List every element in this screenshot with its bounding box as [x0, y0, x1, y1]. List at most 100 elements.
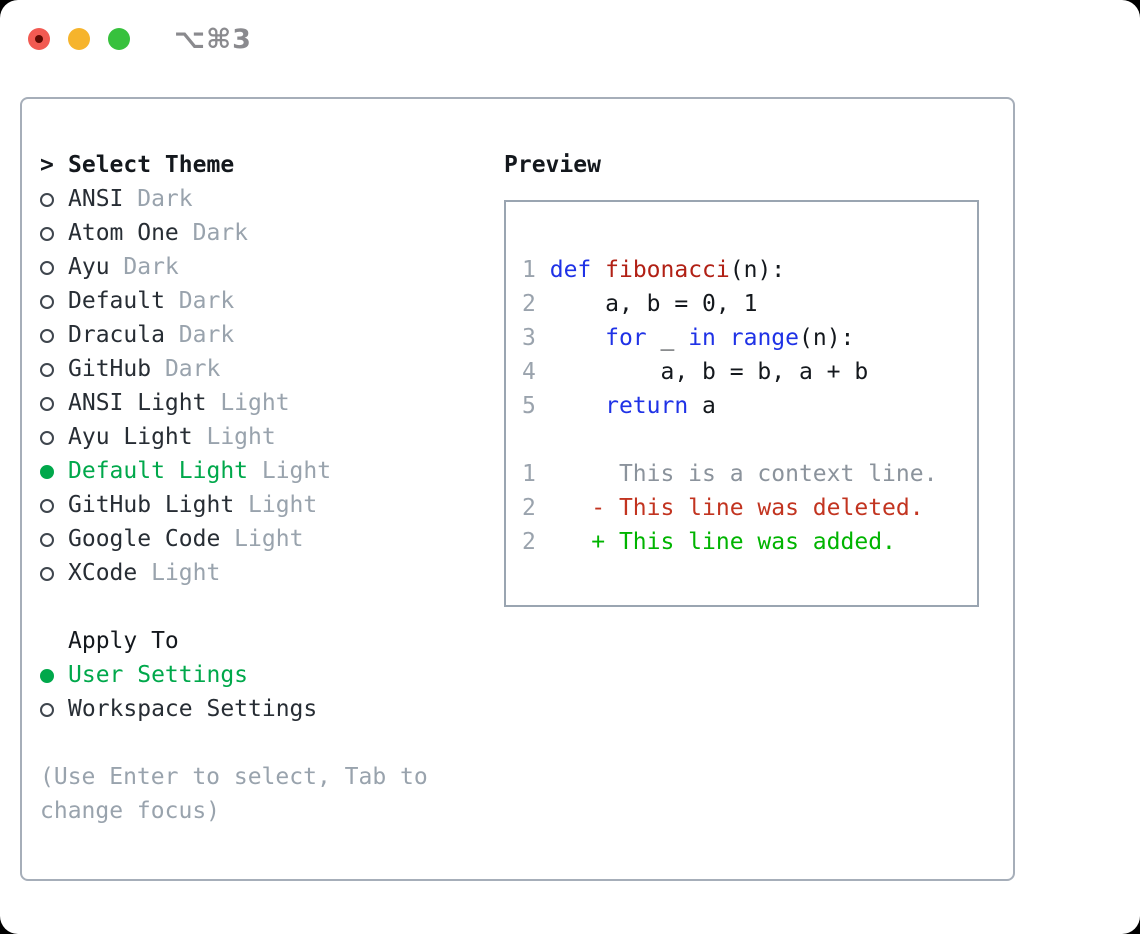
- radio-circle-icon: [40, 397, 54, 411]
- radio-circle-icon: [40, 669, 54, 683]
- apply-to-option[interactable]: Workspace Settings: [40, 692, 470, 726]
- radio-unselected-icon: [40, 352, 68, 386]
- preview-label: Preview: [504, 152, 601, 178]
- select-theme-header: >Select Theme: [40, 148, 470, 182]
- code-token: fibonacci: [605, 257, 730, 283]
- code-token: a, b = 0, 1: [535, 291, 758, 317]
- theme-option[interactable]: Ayu Light Light: [40, 420, 470, 454]
- code-line: 5 return a: [522, 389, 977, 423]
- theme-option-label: ANSI Light: [68, 390, 207, 416]
- line-number: 4: [522, 359, 536, 385]
- theme-variant-label: Dark: [151, 356, 221, 382]
- theme-variant-label: Light: [220, 526, 304, 552]
- theme-variant-label: Dark: [109, 254, 179, 280]
- apply-to-option-label: Workspace Settings: [68, 696, 318, 722]
- line-number: 1: [522, 461, 536, 487]
- code-line: 1 This is a context line.: [522, 457, 977, 491]
- code-token: return: [605, 393, 689, 419]
- theme-variant-label: Dark: [164, 288, 235, 314]
- keyboard-hint: (Use Enter to select, Tab to change focu…: [40, 764, 428, 824]
- code-line: [522, 423, 977, 457]
- code-token: (n):: [799, 325, 855, 351]
- theme-option-label: Dracula: [68, 322, 165, 348]
- radio-circle-icon: [40, 227, 54, 241]
- theme-variant-label: Dark: [123, 186, 193, 212]
- window-title: ⌥⌘3: [174, 23, 252, 55]
- minimize-button-icon[interactable]: [68, 28, 90, 50]
- theme-option-label: Atom One: [68, 220, 179, 246]
- theme-option[interactable]: Default Dark: [40, 284, 470, 318]
- code-token: (n):: [729, 257, 786, 283]
- theme-variant-label: Dark: [164, 322, 235, 348]
- radio-circle-icon: [40, 465, 54, 479]
- code-line: 1 def fibonacci(n):: [522, 253, 977, 287]
- theme-option[interactable]: GitHub Dark: [40, 352, 470, 386]
- theme-option-label: Default: [68, 288, 165, 314]
- code-line: 2 a, b = 0, 1: [522, 287, 977, 321]
- theme-option[interactable]: ANSI Light Light: [40, 386, 470, 420]
- radio-selected-icon: [40, 658, 68, 692]
- radio-unselected-icon: [40, 318, 68, 352]
- radio-selected-icon: [40, 454, 68, 488]
- theme-variant-label: Light: [206, 390, 290, 416]
- theme-option[interactable]: Ayu Dark: [40, 250, 470, 284]
- radio-unselected-icon: [40, 420, 68, 454]
- code-token: + This line was added.: [535, 529, 896, 555]
- radio-unselected-icon: [40, 216, 68, 250]
- theme-option[interactable]: XCode Light: [40, 556, 470, 590]
- line-number: 2: [522, 529, 536, 555]
- zoom-button-icon[interactable]: [108, 28, 130, 50]
- code-line: [522, 219, 977, 253]
- apply-to-option[interactable]: User Settings: [40, 658, 470, 692]
- theme-option-label: ANSI: [68, 186, 124, 212]
- theme-variant-label: Light: [234, 492, 318, 518]
- radio-circle-icon: [40, 329, 54, 343]
- radio-circle-icon: [40, 363, 54, 377]
- code-token: [536, 257, 550, 283]
- theme-option[interactable]: ANSI Dark: [40, 182, 470, 216]
- theme-option[interactable]: Atom One Dark: [40, 216, 470, 250]
- code-token: [591, 257, 605, 283]
- line-number: 5: [522, 393, 536, 419]
- radio-unselected-icon: [40, 522, 68, 556]
- code-token: def: [549, 257, 592, 283]
- theme-option-label: GitHub: [68, 356, 152, 382]
- radio-circle-icon: [40, 295, 54, 309]
- code-token: in: [688, 325, 716, 351]
- theme-option-label: Ayu: [68, 254, 110, 280]
- theme-option[interactable]: Google Code Light: [40, 522, 470, 556]
- radio-circle-icon: [40, 261, 54, 275]
- theme-variant-label: Light: [137, 560, 221, 586]
- line-number: 3: [522, 325, 536, 351]
- theme-option[interactable]: Dracula Dark: [40, 318, 470, 352]
- radio-unselected-icon: [40, 182, 68, 216]
- theme-option[interactable]: Default Light Light: [40, 454, 470, 488]
- radio-circle-icon: [40, 567, 54, 581]
- code-line: 2 - This line was deleted.: [522, 491, 977, 525]
- theme-option-label: GitHub Light: [68, 492, 235, 518]
- theme-variant-label: Dark: [178, 220, 249, 246]
- code-line: 2 + This line was added.: [522, 525, 977, 559]
- code-token: This is a context line.: [535, 461, 938, 487]
- radio-circle-icon: [40, 431, 54, 445]
- line-number: 2: [522, 291, 536, 317]
- close-button-icon[interactable]: [28, 28, 50, 50]
- code-token: a: [688, 393, 716, 419]
- apply-to-option-label: User Settings: [68, 662, 249, 688]
- radio-unselected-icon: [40, 556, 68, 590]
- line-number: 1: [522, 257, 536, 283]
- code-token: range: [729, 325, 800, 351]
- preview-column: Preview 1 def fibonacci(n):2 a, b = 0, 1…: [504, 148, 979, 607]
- radio-unselected-icon: [40, 692, 68, 726]
- code-token: [536, 325, 605, 351]
- code-token: [716, 325, 730, 351]
- line-number: 2: [522, 495, 536, 521]
- code-line: 4 a, b = b, a + b: [522, 355, 977, 389]
- theme-option-label: Ayu Light: [68, 424, 193, 450]
- radio-circle-icon: [40, 499, 54, 513]
- theme-variant-label: Light: [248, 458, 332, 484]
- theme-option[interactable]: GitHub Light Light: [40, 488, 470, 522]
